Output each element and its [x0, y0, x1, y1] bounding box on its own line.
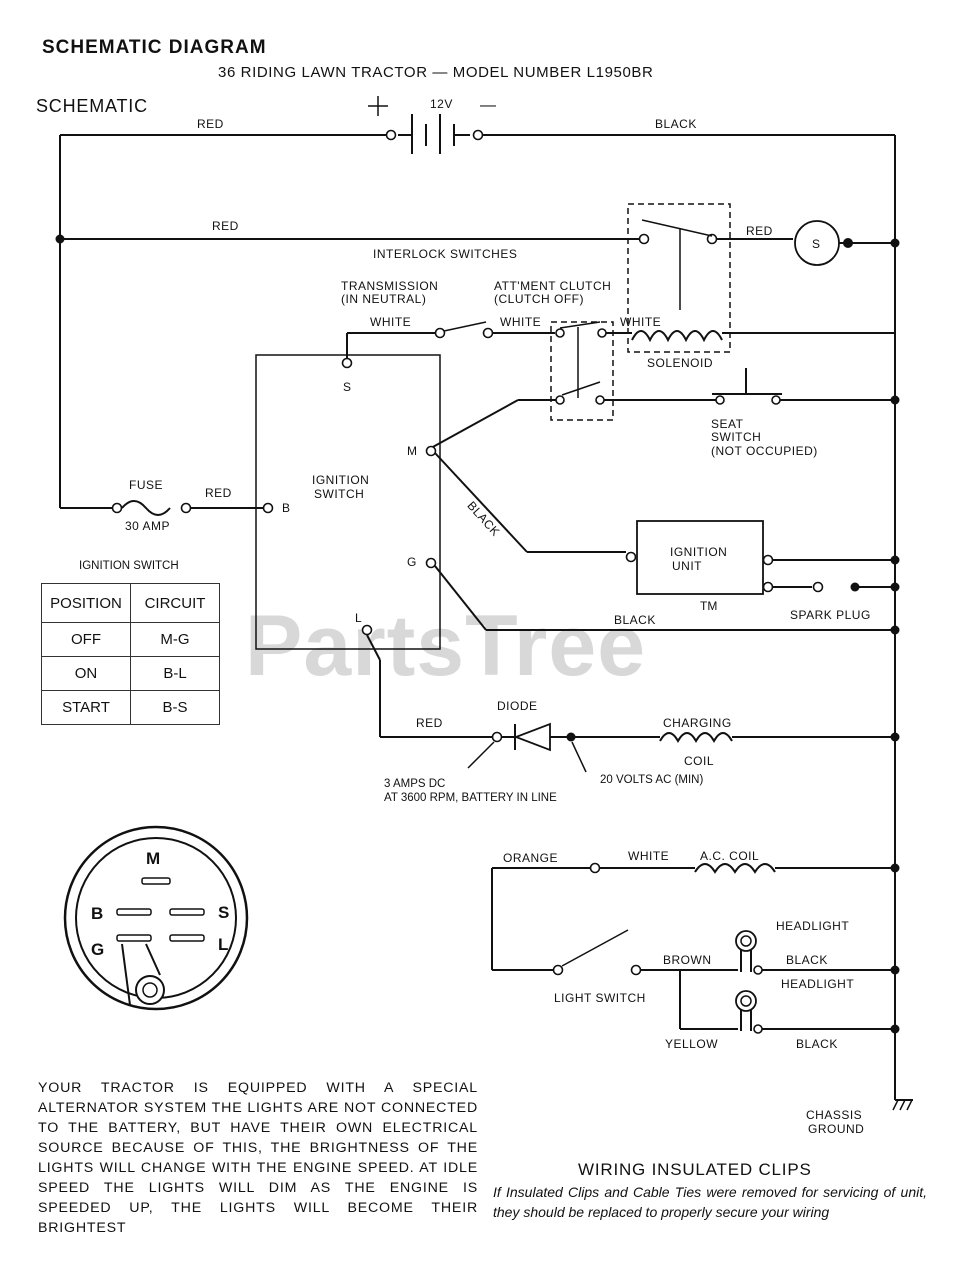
ignition-switch-face	[63, 825, 249, 1011]
terminal-l: L	[355, 611, 362, 625]
diode-label: DIODE	[497, 699, 538, 713]
wire-label-red-starter: RED	[746, 224, 773, 238]
light-switch-label: LIGHT SWITCH	[554, 991, 646, 1005]
seat-switch	[712, 368, 900, 405]
ignition-unit-label: IGNITION	[670, 545, 727, 559]
main-wiring	[55, 134, 896, 1100]
switch-face-m: M	[146, 849, 160, 868]
wire-label-brown: BROWN	[663, 953, 712, 967]
clutch-state: (CLUTCH OFF)	[494, 292, 584, 306]
interlock-solenoid	[627, 203, 895, 353]
table-cell: OFF	[41, 622, 131, 657]
table-cell: START	[41, 690, 131, 725]
watermark-tm: TM	[700, 599, 717, 613]
schematic-label: SCHEMATIC	[36, 96, 148, 116]
battery: 12V —	[368, 96, 496, 154]
battery-voltage: 12V	[430, 97, 453, 111]
switch-face-b: B	[91, 904, 103, 923]
table-cell: M-G	[130, 622, 220, 657]
wire-label-yellow: YELLOW	[665, 1037, 718, 1051]
interlock-switches-label: INTERLOCK SWITCHES	[373, 247, 517, 261]
wire-label-red-top: RED	[197, 117, 224, 131]
coil-label: COIL	[684, 754, 714, 768]
ignition-switch-label: IGNITION	[312, 473, 369, 487]
ignition-switch	[255, 354, 441, 650]
wire-label-red-l: RED	[416, 716, 443, 730]
ignition-unit-label-2: UNIT	[672, 559, 702, 573]
battery-minus: —	[480, 97, 496, 114]
lighting-circuit	[491, 862, 900, 1034]
fuse-label: FUSE	[129, 478, 163, 492]
diode-note-1: 3 AMPS DC	[384, 778, 445, 790]
clips-title: WIRING INSULATED CLIPS	[578, 1160, 812, 1179]
terminal-s: S	[343, 380, 352, 394]
table-cell: B-L	[130, 656, 220, 691]
ground-label: GROUND	[808, 1122, 864, 1136]
ac-coil-label: A.C. COIL	[700, 849, 759, 863]
table-header: POSITION	[41, 583, 131, 623]
diagram-subtitle: 36 RIDING LAWN TRACTOR — MODEL NUMBER L1…	[218, 64, 653, 81]
wire-label-black-hl2: BLACK	[796, 1037, 838, 1051]
wire-label-orange: ORANGE	[503, 851, 558, 865]
terminal-g: G	[407, 555, 417, 569]
table-cell: ON	[41, 656, 131, 691]
wire-label-black-hl1: BLACK	[786, 953, 828, 967]
ignition-position-table: POSITION CIRCUIT OFF M-G ON B-L START B-…	[41, 583, 220, 725]
switch-face-g: G	[91, 940, 104, 959]
seat-switch-state: (NOT OCCUPIED)	[711, 444, 818, 458]
solenoid-label: SOLENOID	[647, 356, 713, 370]
charging-circuit	[366, 634, 900, 773]
wire-label-white-1: WHITE	[370, 315, 411, 329]
chassis-ground-icon	[892, 1099, 913, 1111]
alternator-note: YOUR TRACTOR IS EQUIPPED WITH A SPECIAL …	[38, 1080, 478, 1236]
fuse-rating: 30 AMP	[125, 519, 170, 533]
safety-switch-wiring	[346, 321, 720, 449]
table-header-row: POSITION CIRCUIT	[41, 583, 220, 623]
seat-switch-label: SEAT	[711, 417, 744, 431]
spark-plug-label: SPARK PLUG	[790, 608, 871, 622]
switch-face-s: S	[218, 903, 229, 922]
seat-switch-label-2: SWITCH	[711, 430, 761, 444]
diagram-title: SCHEMATIC DIAGRAM	[42, 37, 267, 58]
ignition-switch-label-2: SWITCH	[314, 487, 364, 501]
watermark: PartsTree	[245, 598, 646, 694]
table-row: OFF M-G	[41, 622, 220, 657]
table-row: ON B-L	[41, 656, 220, 691]
headlight-2-label: HEADLIGHT	[781, 977, 854, 991]
table-row: START B-S	[41, 690, 220, 725]
charging-label: CHARGING	[663, 716, 732, 730]
wire-label-black-top: BLACK	[655, 117, 697, 131]
wire-label-white-2: WHITE	[500, 315, 541, 329]
transmission-state: (IN NEUTRAL)	[341, 292, 426, 306]
transmission-label: TRANSMISSION	[341, 279, 438, 293]
table-header: CIRCUIT	[130, 583, 220, 623]
clutch-label: ATT'MENT CLUTCH	[494, 279, 611, 293]
diode-note-2: AT 3600 RPM, BATTERY IN LINE	[384, 792, 557, 804]
wire-label-black-g: BLACK	[614, 613, 656, 627]
ignition-table-caption: IGNITION SWITCH	[79, 560, 179, 572]
wire-label-white-ac: WHITE	[628, 849, 669, 863]
wire-label-red-interlock: RED	[212, 219, 239, 233]
ignition-unit	[434, 452, 900, 595]
wire-label-red-fuse: RED	[205, 486, 232, 500]
terminal-b: B	[282, 501, 291, 515]
g-ground-wire	[434, 565, 900, 635]
fuse	[111, 500, 263, 516]
starter-motor	[794, 220, 900, 266]
ac-volts-note: 20 VOLTS AC (MIN)	[600, 774, 703, 786]
table-cell: B-S	[130, 690, 220, 725]
wire-label-white-3: WHITE	[620, 315, 661, 329]
switch-face-l: L	[218, 935, 228, 954]
clips-body: If Insulated Clips and Cable Ties were r…	[493, 1184, 927, 1220]
headlight-1-label: HEADLIGHT	[776, 919, 849, 933]
terminal-m: M	[407, 444, 418, 458]
starter-label: S	[812, 237, 820, 251]
chassis-label: CHASSIS	[806, 1108, 862, 1122]
